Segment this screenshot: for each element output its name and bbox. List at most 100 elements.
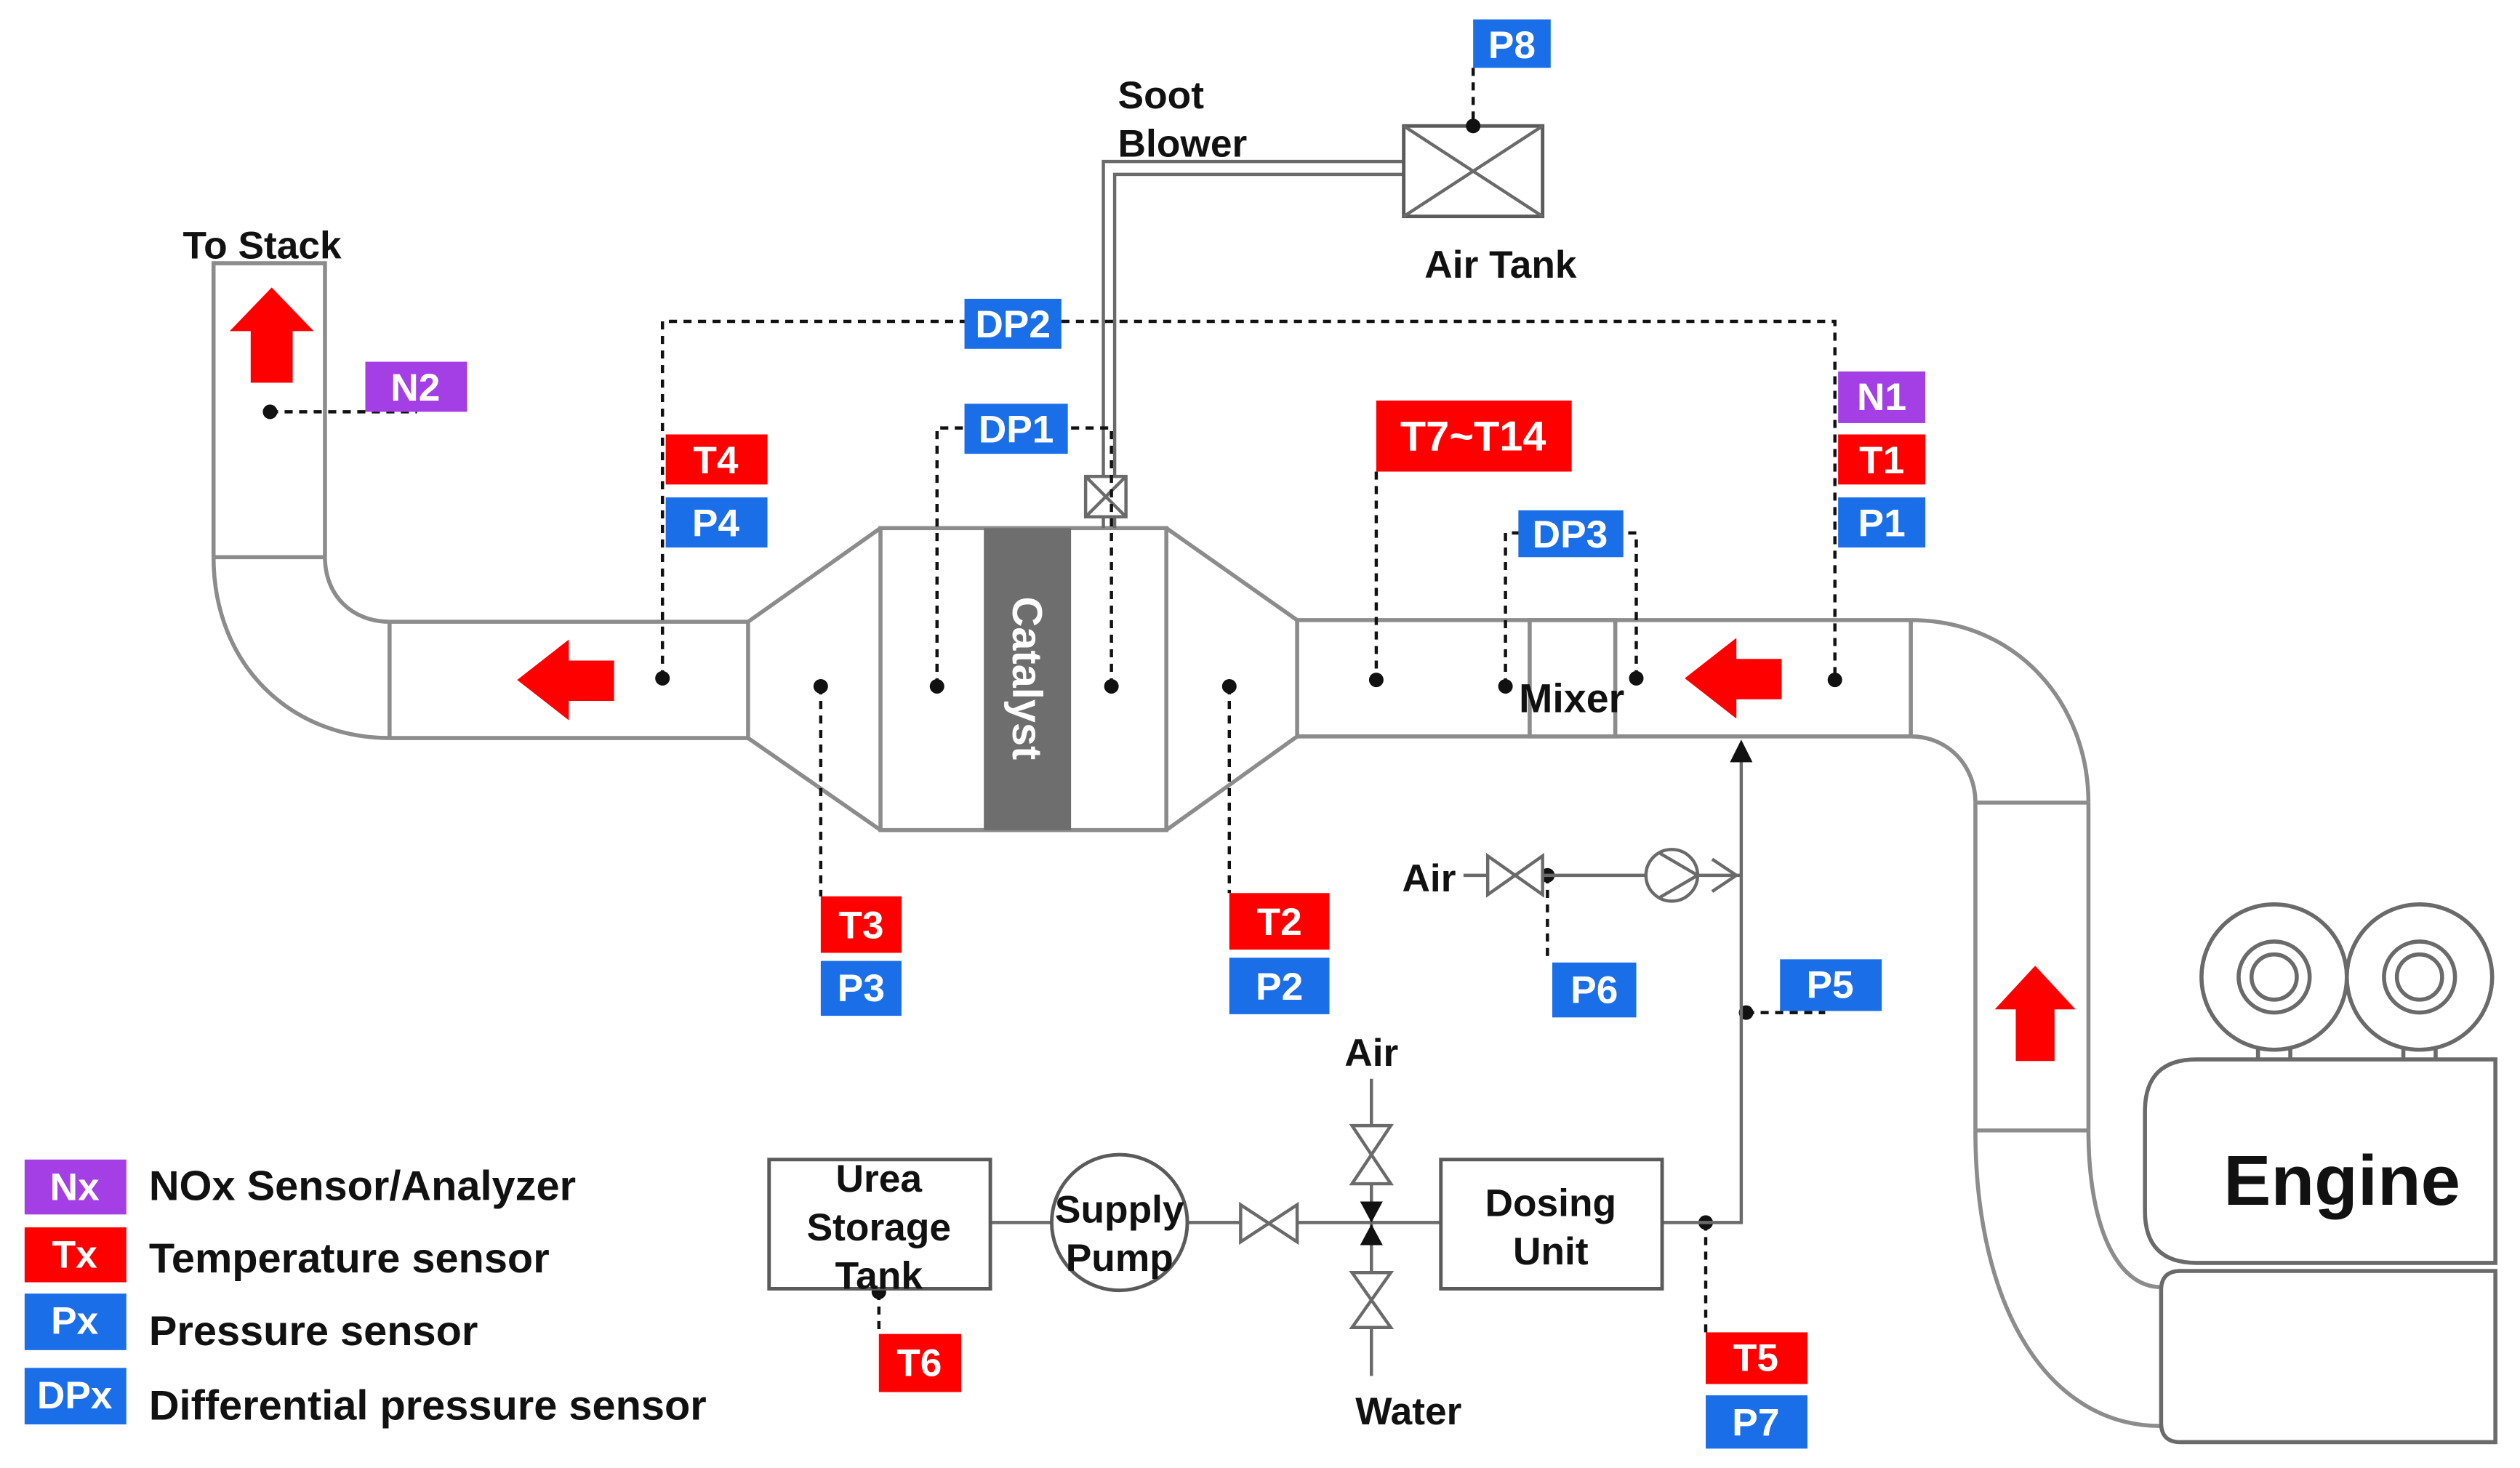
badge-box [878,1333,962,1392]
urea-tank-label-line3: Tank [835,1254,923,1297]
inlet-duct: Mixer [1297,618,1913,739]
badge-box [1838,497,1926,548]
badge-box [1706,1395,1807,1449]
sensor-badge-p1: P1 [1838,497,1926,548]
legend-code: Tx [52,1234,98,1277]
legend-text: Differential pressure sensor [149,1382,707,1429]
urea-tank-label-line1: Urea [836,1158,923,1200]
badge-box [1229,958,1330,1014]
engine-upper-block [2143,1057,2497,1265]
legend-item-differential-pressure: DPx Differential pressure sensor [24,1368,707,1429]
valve-cross [1084,475,1128,518]
stack-pipe-outline [211,261,327,558]
sensor-badge-dp3: DP3 [1518,510,1624,558]
legend-code: Px [51,1300,99,1343]
mixer-label: Mixer [1519,676,1624,721]
supply-pump-label-line2: Pump [1066,1237,1173,1280]
check-arrow-down-icon [1360,1201,1383,1223]
badge-box [1229,893,1330,950]
badge-label: P4 [692,502,740,545]
legend-swatch [24,1159,127,1215]
tap-point [1629,670,1644,686]
badge-box [964,298,1062,349]
air-tank-label: Air Tank [1424,244,1577,286]
compressor-circle [1644,848,1700,903]
stack-duct [211,261,390,740]
outlet-duct [388,619,750,740]
badge-label: P2 [1256,966,1303,1008]
legend-item-pressure: Px Pressure sensor [24,1293,478,1355]
legend-swatch [24,1227,127,1283]
tap-point [262,404,278,420]
inlet-cone [1165,526,1299,832]
sensor-badge-t1: T1 [1838,434,1926,485]
badge-box [820,896,902,953]
outlet-cone [747,526,882,832]
badge-label: N2 [390,366,440,409]
sensor-leads [262,68,1842,1334]
vertical-pipe-outline [1973,801,2091,1133]
urea-tank-box [767,1158,992,1291]
badge-label: DP3 [1533,513,1608,556]
dosing-unit: Dosing Unit [1439,1158,1664,1291]
urea-storage-tank: Urea Storage Tank [767,1158,992,1297]
feed-valve-icon [1239,1201,1299,1246]
mixer: Mixer [1519,618,1624,739]
turbocharger-right [2345,902,2495,1064]
badge-label: DP1 [979,409,1054,452]
soot-blower-pipe-stub [1102,516,1117,529]
upper-elbow-inner [1911,734,1978,803]
stack-elbow-outer [211,557,390,740]
urea-dosing-system: Air Air Water Urea Storage Tank [767,739,1753,1433]
badge-box [1473,19,1551,68]
badge-box [1518,510,1624,558]
legend-swatch [24,1368,127,1425]
engine-exhaust-pipe [1911,618,2162,1429]
badge-label: T1 [1859,439,1904,482]
badge-label: P3 [838,967,885,1010]
dp2-lead [660,319,1837,681]
tap-point [1221,678,1237,694]
sensor-badge-p3: P3 [820,960,902,1016]
turbo-hub [2394,952,2444,1002]
water-supply-label: Water [1355,1390,1461,1433]
lower-elbow-outer [1973,1130,2162,1429]
badge-label: P7 [1732,1402,1779,1445]
badge-label: P5 [1806,964,1853,1007]
urea-tank-label-line2: Storage [807,1206,951,1249]
badge-label: T6 [896,1341,942,1384]
dosing-unit-label-line1: Dosing [1485,1182,1616,1225]
legend-text: NOx Sensor/Analyzer [149,1163,576,1209]
dosing-unit-box [1439,1158,1664,1291]
air-supply-label: Air [1344,1032,1398,1075]
badge-label: T7~T14 [1400,414,1546,460]
tap-point [1827,673,1842,688]
sensor-badge-p8: P8 [1473,19,1551,68]
badge-box [1552,962,1637,1018]
badge-box [1706,1332,1807,1384]
flow-arrows [229,287,2076,1062]
soot-blower-system: Soot Blower Air Tank [1083,74,1577,529]
dosing-unit-label-line2: Unit [1513,1230,1589,1273]
legend-text: Pressure sensor [149,1308,478,1355]
soot-blower-pipe-outer [1102,159,1404,477]
badge-label: P8 [1488,24,1536,67]
air-valve-icon [1485,852,1544,898]
badge-label: P1 [1858,502,1906,545]
badge-box [665,434,768,485]
sensor-badge-p4: P4 [665,497,768,548]
supply-pump-circle [1050,1152,1189,1293]
badge-box [1838,434,1926,485]
badge-box [820,960,902,1016]
sensor-badge-t5: T5 [1706,1332,1807,1384]
badge-label: DP2 [975,303,1051,346]
sensor-badge-dp2: DP2 [964,298,1062,349]
badge-box [1376,400,1572,472]
sensor-badge-t6: T6 [878,1333,962,1392]
tap-point [929,678,944,694]
mixer-box [1528,618,1618,739]
legend-item-nox: Nx NOx Sensor/Analyzer [24,1159,576,1215]
supply-pump-label-line1: Supply [1055,1188,1184,1231]
soot-label: Soot [1118,74,1205,117]
turbocharger-left [2199,902,2349,1064]
